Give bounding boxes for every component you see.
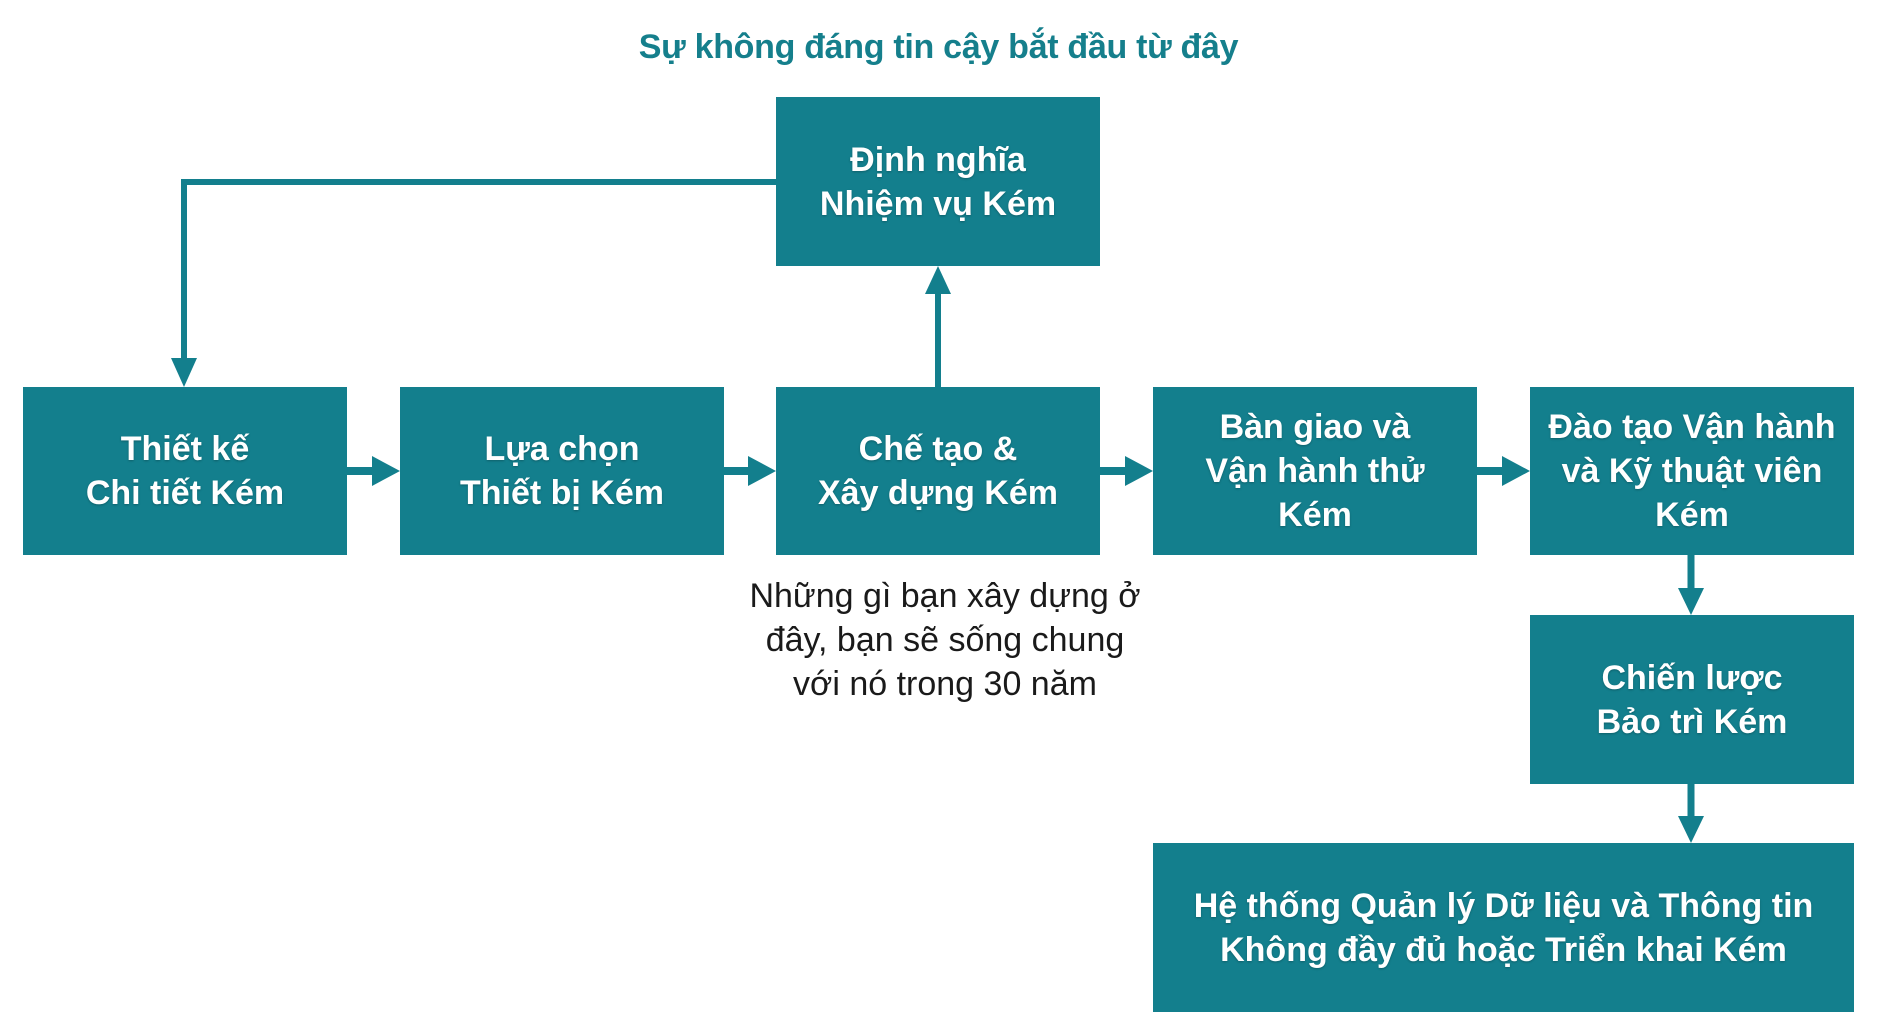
node-label: Hệ thống Quản lý Dữ liệu và Thông tin Kh…: [1193, 886, 1814, 969]
diagram-title: Sự không đáng tin cậy bắt đầu từ đây: [638, 28, 1239, 66]
node-maintenance-strategy: Chiến lược Bảo trì Kém: [1530, 615, 1854, 784]
fabrication-caption: Những gì bạn xây dựng ở đây, bạn sẽ sống…: [749, 577, 1141, 703]
edge-maintenance-to-info-system: [1678, 784, 1704, 843]
edge-training-to-maintenance: [1678, 555, 1704, 615]
node-label: Định nghĩa Nhiệm vụ Kém: [819, 140, 1057, 223]
node-mission-definition: Định nghĩa Nhiệm vụ Kém: [776, 97, 1100, 266]
edge-mission-to-detail-design: [171, 179, 776, 387]
node-operator-training: Đào tạo Vận hành và Kỹ thuật viên Kém: [1530, 387, 1854, 555]
node-label: Đào tạo Vận hành và Kỹ thuật viên Kém: [1548, 408, 1836, 534]
node-label: Thiết kế Chi tiết Kém: [85, 430, 285, 512]
node-label: Bàn giao và Vận hành thử Kém: [1205, 408, 1425, 534]
edge-commissioning-to-training: [1477, 456, 1530, 486]
node-equipment-selection: Lựa chọn Thiết bị Kém: [400, 387, 724, 555]
node-fabrication-construction: Chế tạo & Xây dựng Kém: [776, 387, 1100, 555]
edge-detail-design-to-equipment-selection: [347, 456, 400, 486]
edge-equipment-selection-to-fabrication: [724, 456, 776, 486]
node-label: Chế tạo & Xây dựng Kém: [817, 430, 1058, 512]
node-label: Lựa chọn Thiết bị Kém: [459, 430, 665, 512]
edge-fabrication-to-mission: [925, 266, 951, 387]
node-commissioning: Bàn giao và Vận hành thử Kém: [1153, 387, 1477, 555]
node-information-system: Hệ thống Quản lý Dữ liệu và Thông tin Kh…: [1153, 843, 1854, 1012]
node-label: Chiến lược Bảo trì Kém: [1596, 658, 1788, 741]
node-detail-design: Thiết kế Chi tiết Kém: [23, 387, 347, 555]
edge-fabrication-to-commissioning: [1100, 456, 1153, 486]
